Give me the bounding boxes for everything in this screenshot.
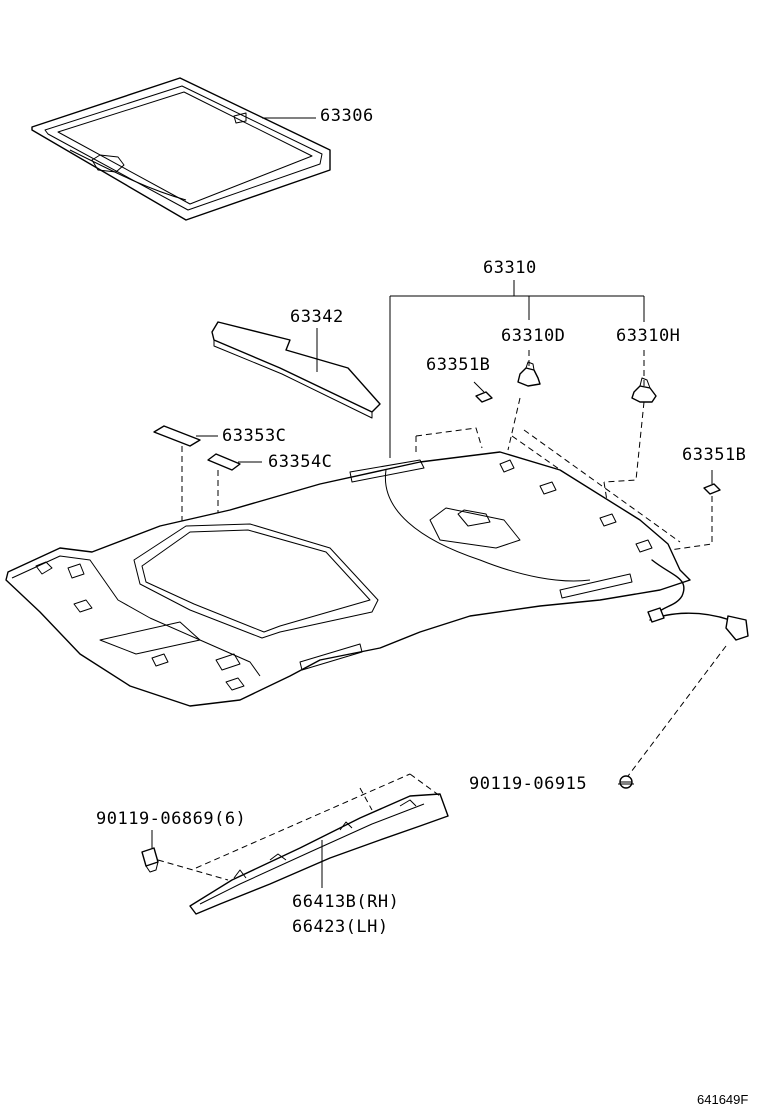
callout-66423[interactable]: 66423(LH)	[292, 917, 389, 937]
pad-63354c[interactable]	[207, 453, 241, 471]
diagram-id: 641649F	[697, 1092, 749, 1107]
guide-90119-06915	[627, 645, 727, 777]
callout-63310[interactable]: 63310	[483, 258, 537, 278]
callout-63310h[interactable]: 63310H	[616, 326, 681, 346]
sunshade-panel-63306[interactable]	[31, 77, 331, 221]
headliner-63310[interactable]	[5, 451, 691, 707]
callout-63353c[interactable]: 63353C	[222, 426, 287, 446]
callout-63354c[interactable]: 63354C	[268, 452, 333, 472]
clip-63310h[interactable]	[631, 377, 657, 403]
callout-90119-06915[interactable]: 90119-06915	[469, 774, 588, 794]
callout-63342[interactable]: 63342	[290, 307, 344, 327]
leader-63351b-left	[473, 381, 485, 393]
clip-90119-06869[interactable]	[141, 847, 159, 873]
leader-63310	[389, 280, 645, 458]
dashed-guides-grip	[157, 773, 441, 881]
tape-63351b-left[interactable]	[475, 391, 493, 403]
callout-90119-06869[interactable]: 90119-06869(6)	[96, 809, 247, 829]
assist-grip-66413b[interactable]	[189, 793, 449, 915]
insulator-pad-63342[interactable]	[211, 321, 381, 419]
clip-63310d[interactable]	[517, 361, 541, 387]
callout-63351b-right[interactable]: 63351B	[682, 445, 747, 465]
callout-63310d[interactable]: 63310D	[501, 326, 566, 346]
callout-63351b-left[interactable]: 63351B	[426, 355, 491, 375]
callout-66413b[interactable]: 66413B(RH)	[292, 892, 400, 912]
tape-63351b-right[interactable]	[703, 483, 721, 495]
wire-harness[interactable]	[647, 559, 749, 641]
screw-90119-06915[interactable]	[619, 775, 633, 789]
callout-63306[interactable]: 63306	[320, 106, 374, 126]
pad-63353c[interactable]	[153, 425, 201, 447]
